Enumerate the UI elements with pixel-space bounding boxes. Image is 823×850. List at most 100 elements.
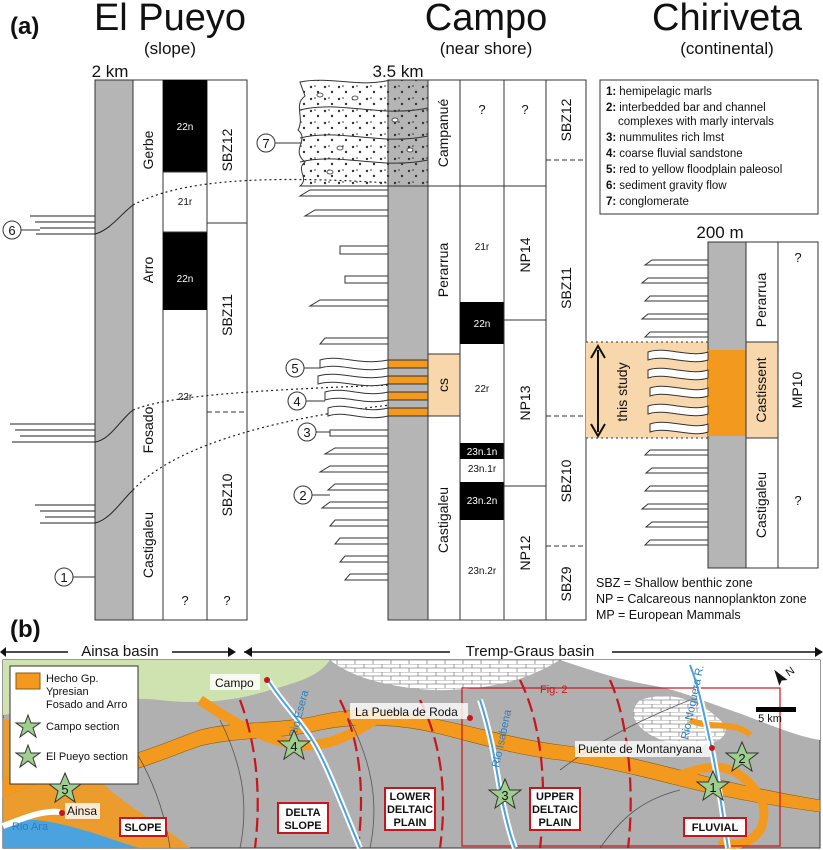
svg-text:6:sediment gravity flow: 6:sediment gravity flow (606, 180, 727, 192)
svg-text:El Pueyo section: El Pueyo section (46, 751, 128, 763)
place-labels: Campo La Puebla de Roda Puente de Montan… (59, 674, 715, 819)
campo-sbz10: SBZ10 (558, 459, 574, 502)
map-legend: Hecho Gp. Ypresian Fosado and Arro Campo… (9, 665, 139, 785)
svg-text:complexes with marly intervals: complexes with marly intervals (618, 116, 774, 128)
pueyo-gravity-flow-fans (10, 204, 134, 524)
panel-a-label: (a) (10, 13, 39, 40)
this-study-arrow: this study (590, 344, 630, 438)
campo-formation-column (427, 79, 461, 621)
svg-text:4:coarse fluvial sandstone: 4:coarse fluvial sandstone (606, 148, 743, 160)
star-2: 2 (724, 740, 760, 773)
svg-text:1: 1 (60, 570, 67, 585)
pueyo-fm-gerbe: Gerbe (140, 130, 156, 169)
callout-1: 1 (54, 567, 95, 587)
chiriveta-mp10: MP10 (789, 372, 805, 409)
lithology-legend: 1:hemipelagic marls 2:interbedded bar an… (606, 86, 782, 208)
zone-lower: LOWER (390, 791, 431, 803)
svg-text:3: 3 (501, 788, 508, 803)
campo-beds (298, 189, 389, 581)
star-5: 5 (47, 771, 83, 804)
ainsa-basin-label: Ainsa basin (81, 643, 159, 660)
chiriveta-thickness: 200 m (696, 223, 743, 242)
campo-sbz-column (545, 79, 587, 621)
campo-cs-highlight (427, 353, 461, 417)
pueyo-chron-22n-top (163, 80, 207, 172)
zone-fluvial: FLUVIAL (692, 822, 739, 834)
chiriveta-setting: (continental) (680, 39, 774, 58)
chiriveta-fm-castigaleu: Castigaleu (753, 472, 769, 538)
campo-np12: NP12 (517, 535, 533, 570)
campo-chron-23n1n-label: 23n.1n (467, 447, 498, 458)
pueyo-section-star-icon (14, 743, 42, 769)
pueyo-chron-label-22n: 22n (177, 274, 194, 285)
star-1: 1 (695, 769, 731, 802)
zone-upper: UPPER (536, 791, 574, 803)
campo-fm-perarrua: Perarrua (435, 243, 451, 298)
svg-text:1: 1 (709, 780, 716, 795)
pueyo-sbz10: SBZ10 (219, 473, 235, 516)
callout-2: 2 (293, 485, 330, 505)
place-campo: Campo (215, 676, 254, 690)
section-stars: 1 2 3 4 5 (47, 728, 760, 810)
svg-text:NP = Calcareous nannoplankton: NP = Calcareous nannoplankton zone (596, 592, 807, 606)
campo-sandstone-paleosol (317, 357, 429, 419)
svg-text:Fosado and Arro: Fosado and Arro (46, 699, 127, 711)
scale-bar: 5 km (756, 707, 796, 725)
zone-delta: DELTA (285, 807, 320, 819)
campo-np13: NP13 (517, 385, 533, 420)
svg-text:5: 5 (61, 782, 68, 797)
panel-b-label: (b) (10, 616, 41, 643)
star-3: 3 (487, 777, 523, 810)
this-study-label: this study (614, 362, 630, 421)
svg-text:Hecho Gp.: Hecho Gp. (46, 673, 99, 685)
pueyo-title: El Pueyo (94, 0, 246, 39)
pueyo-chron-label-22r: 22r (178, 392, 193, 403)
chiriveta-sandstone (708, 350, 746, 436)
campo-section-star-icon (14, 713, 42, 739)
zone-lower-deltaic: DELTAIC (387, 804, 433, 816)
campo-sbz11: SBZ11 (558, 267, 574, 309)
campo-chron-23n2n (460, 482, 504, 520)
svg-text:2: 2 (299, 488, 306, 503)
campo-np-unknown: ? (521, 102, 528, 117)
svg-text:Ypresian: Ypresian (46, 686, 89, 698)
svg-text:5:red to yellow floodplain pal: 5:red to yellow floodplain paleosol (606, 164, 782, 176)
place-puente: Puente de Montanyana (578, 742, 702, 756)
scale-label: 5 km (758, 713, 782, 725)
campo-setting: (near shore) (440, 39, 533, 58)
svg-text:2:interbedded bar and channel: 2:interbedded bar and channel (606, 102, 766, 114)
pueyo-fm-fosado: Fosado (140, 406, 156, 453)
pueyo-fm-castigaleu: Castigaleu (140, 512, 156, 578)
campo-np-column (503, 79, 547, 621)
place-la-puebla: La Puebla de Roda (355, 705, 458, 719)
svg-text:1:hemipelagic marls: 1:hemipelagic marls (606, 86, 712, 98)
campo-chron-22n (460, 302, 504, 344)
chiriveta-fm-castissent: Castissent (753, 357, 769, 422)
callout-5: 5 (285, 358, 320, 378)
zone-slope: SLOPE (124, 822, 161, 834)
campo-fm-campanue: Campanué (435, 99, 451, 168)
zone-upper-plain: PLAIN (539, 817, 572, 829)
zone-upper-deltaic: DELTAIC (532, 804, 578, 816)
zone-abbreviations: SBZ = Shallow benthic zone NP = Calcareo… (596, 576, 807, 622)
chiriveta-mp-unknown-bottom: ? (794, 493, 801, 508)
campo-title: Campo (425, 0, 548, 39)
svg-text:2: 2 (738, 751, 745, 766)
svg-text:6: 6 (8, 223, 15, 238)
svg-text:MP = European Mammals: MP = European Mammals (596, 608, 741, 622)
campo-conglomerate-clasts (316, 92, 414, 175)
campo-chron-column (459, 79, 505, 621)
campo-thickness: 3.5 km (372, 62, 423, 81)
svg-text:SBZ = Shallow benthic zone: SBZ = Shallow benthic zone (596, 576, 753, 590)
campo-fm-castigaleu: Castigaleu (435, 487, 451, 553)
pueyo-sbz12: SBZ12 (219, 128, 235, 171)
svg-text:4: 4 (293, 394, 300, 409)
chiriveta-beds (640, 259, 709, 546)
svg-text:Campo section: Campo section (46, 721, 119, 733)
place-ainsa: Ainsa (67, 804, 97, 818)
callout-4: 4 (287, 391, 325, 411)
zone-lower-plain: PLAIN (394, 817, 427, 829)
basin-arrows: Ainsa basin Tremp-Graus basin (0, 643, 823, 660)
campo-np14: NP14 (517, 237, 533, 272)
pueyo-fm-arro: Arro (140, 257, 156, 284)
